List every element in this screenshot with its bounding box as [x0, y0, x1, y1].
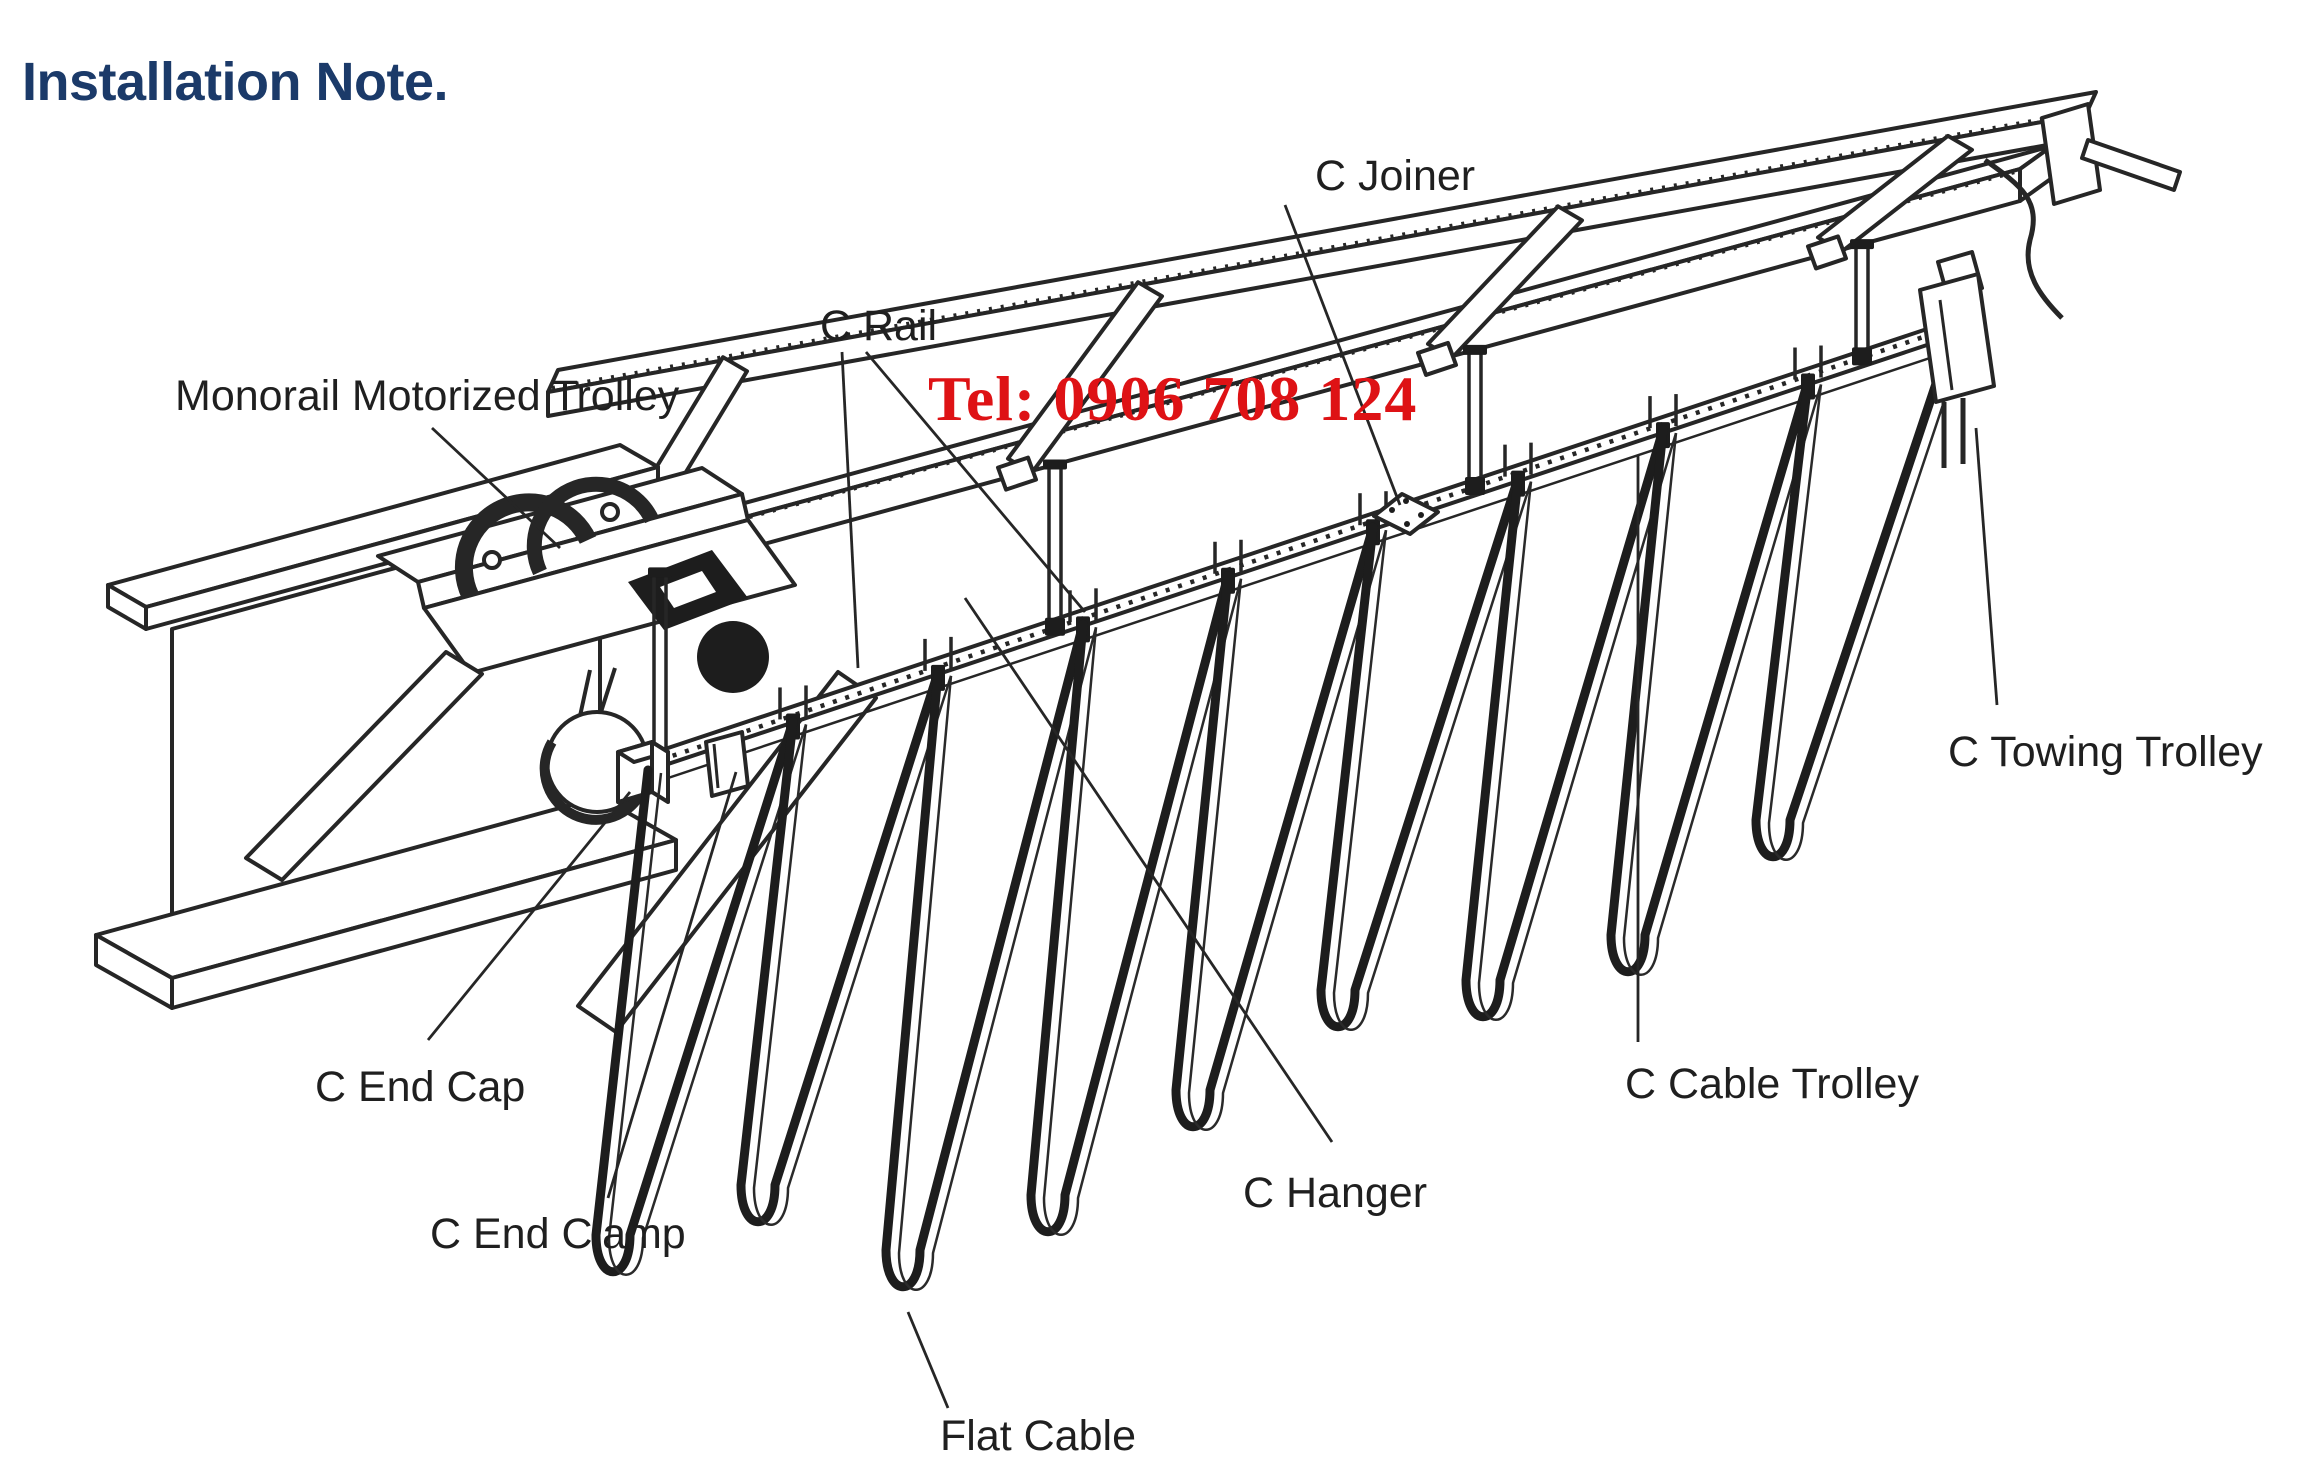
label-c-end-cap: C End Cap — [315, 1063, 525, 1111]
trolley-saddle-arc — [454, 493, 597, 599]
label-c-hanger: C Hanger — [1243, 1169, 1427, 1217]
leader-c-rail-1 — [840, 351, 860, 669]
phone-watermark: Tel: 0906 708 124 — [928, 363, 1417, 434]
leader-c-joiner — [1283, 204, 1402, 506]
motorized-trolley — [376, 466, 797, 825]
far-support-beam — [546, 90, 2098, 418]
label-c-end-clamp: C End Clamp — [430, 1210, 686, 1258]
flat-cable-festoon-loops — [591, 328, 1968, 1292]
leader-c-end-clamp — [606, 771, 738, 1199]
leader-c-rail-2 — [864, 351, 1087, 613]
runway-end-stop — [1983, 102, 2182, 320]
label-c-towing-trolley: C Towing Trolley — [1948, 728, 2263, 776]
leader-c-towing-trolley — [1974, 427, 1999, 706]
label-c-rail: C Rail — [820, 302, 937, 350]
label-flat-cable: Flat Cable — [940, 1412, 1136, 1460]
label-c-joiner: C Joiner — [1315, 152, 1475, 200]
leader-c-hanger — [963, 597, 1334, 1143]
trolley-wheel — [697, 621, 769, 693]
c-towing-trolley-part — [1918, 250, 1996, 468]
label-c-cable-trolley: C Cable Trolley — [1625, 1060, 1919, 1108]
leader-c-end-cap — [426, 791, 632, 1041]
leader-monorail-trolley — [431, 426, 561, 550]
c-joiner-plate — [1372, 492, 1440, 536]
leader-flat-cable — [906, 1311, 950, 1409]
label-monorail-motorized-trolley: Monorail Motorized Trolley — [175, 372, 680, 420]
page-title: Installation Note. — [22, 52, 448, 112]
c-end-clamp-part — [704, 730, 750, 798]
leader-lines — [426, 204, 1999, 1409]
monorail-runway-beam — [436, 144, 2054, 635]
